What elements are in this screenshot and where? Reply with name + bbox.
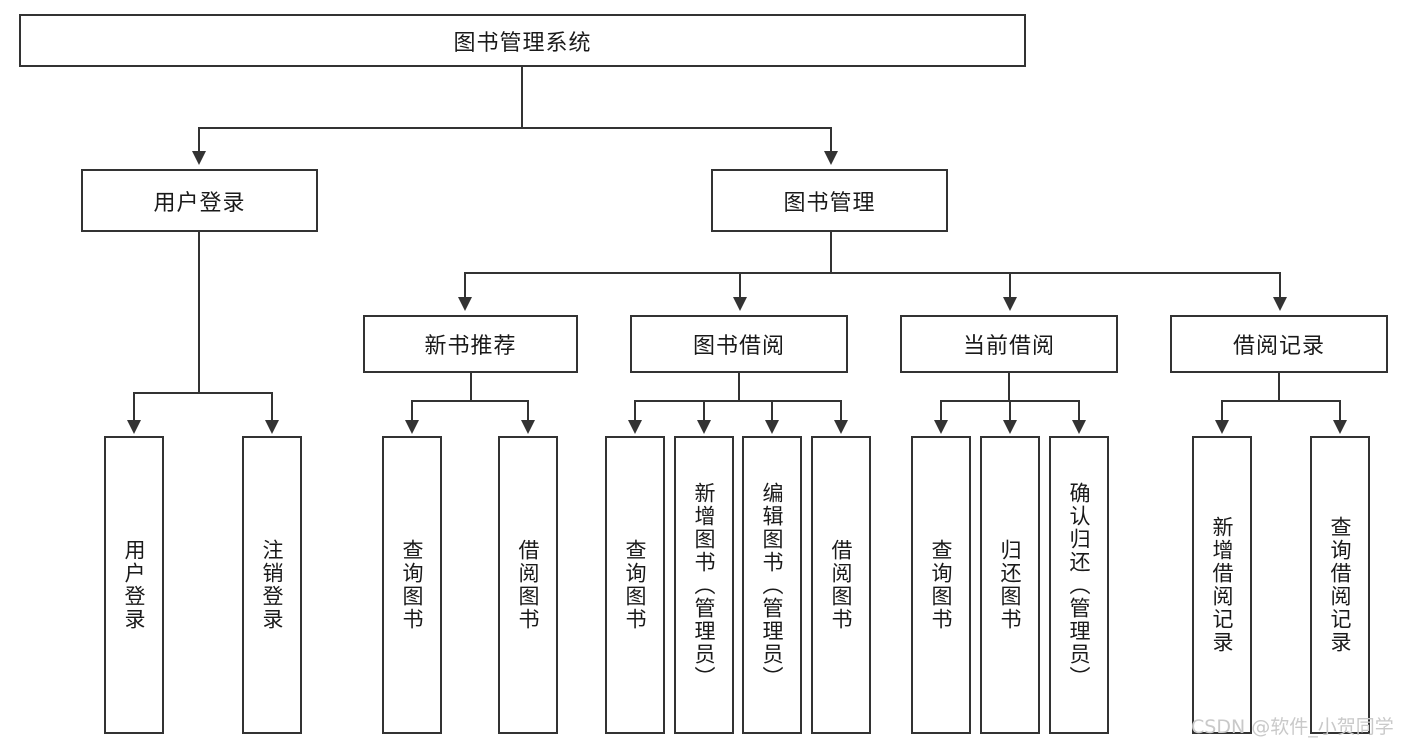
arrow-root-to-book-management [824, 151, 838, 165]
leaf-book-borrow-query-book[interactable]: 查询图书 [605, 436, 665, 734]
node-label: 归还图书 [998, 539, 1023, 631]
connector-user-login-stem [198, 232, 200, 392]
arrow-user-login-to-leaf-2 [265, 420, 279, 434]
node-book-borrow[interactable]: 图书借阅 [630, 315, 848, 373]
node-label: 查询图书 [623, 539, 648, 631]
connector-new-book-recommend-bus [411, 400, 528, 402]
leaf-current-borrow-return-book[interactable]: 归还图书 [980, 436, 1040, 734]
leaf-borrow-record-query-record[interactable]: 查询借阅记录 [1310, 436, 1370, 734]
leaf-new-book-recommend-borrow-book[interactable]: 借阅图书 [498, 436, 558, 734]
connector-user-login-to-leaf-1 [133, 392, 135, 422]
connector-root-to-book-management [830, 127, 832, 151]
arrow-bb-to-leaf-2 [697, 420, 711, 434]
arrow-user-login-to-leaf-1 [127, 420, 141, 434]
node-label: 查询借阅记录 [1328, 516, 1353, 654]
node-label: 借阅图书 [829, 539, 854, 631]
node-book-management[interactable]: 图书管理 [711, 169, 948, 232]
leaf-current-borrow-confirm-return-admin[interactable]: 确认归还（管理员） [1049, 436, 1109, 734]
connector-bb-to-leaf-1 [634, 400, 636, 422]
node-label: 用户登录 [153, 190, 246, 216]
node-label: 当前借阅 [962, 334, 1055, 359]
node-current-borrow[interactable]: 当前借阅 [900, 315, 1118, 373]
connector-to-new-book-recommend [464, 272, 466, 299]
connector-cb-to-leaf-2 [1009, 400, 1011, 422]
connector-cb-to-leaf-1 [940, 400, 942, 422]
arrow-cb-to-leaf-2 [1003, 420, 1017, 434]
leaf-borrow-record-add-record[interactable]: 新增借阅记录 [1192, 436, 1252, 734]
node-label: 编辑图书（管理员） [760, 481, 785, 689]
connector-root-to-user-login [198, 127, 200, 151]
arrow-to-book-borrow [733, 297, 747, 311]
arrow-bb-to-leaf-1 [628, 420, 642, 434]
connector-user-login-to-leaf-2 [271, 392, 273, 422]
node-label: 借阅图书 [516, 539, 541, 631]
arrow-bb-to-leaf-3 [765, 420, 779, 434]
connector-bb-to-leaf-4 [840, 400, 842, 422]
node-label: 查询图书 [400, 539, 425, 631]
connector-br-to-leaf-2 [1339, 400, 1341, 422]
leaf-book-borrow-borrow-book[interactable]: 借阅图书 [811, 436, 871, 734]
arrow-nbr-to-leaf-2 [521, 420, 535, 434]
node-label: 新增借阅记录 [1210, 516, 1235, 654]
arrow-root-to-user-login [192, 151, 206, 165]
connector-level3-bus [464, 272, 1279, 274]
node-label: 图书管理 [783, 190, 876, 216]
node-label: 图书管理系统 [453, 30, 592, 56]
connector-new-book-recommend-stem [470, 373, 472, 400]
connector-to-current-borrow [1009, 272, 1011, 299]
connector-book-borrow-bus [634, 400, 842, 402]
node-label: 新书推荐 [424, 334, 517, 359]
leaf-user-login-logout[interactable]: 注销登录 [242, 436, 302, 734]
leaf-user-login-login[interactable]: 用户登录 [104, 436, 164, 734]
arrow-to-current-borrow [1003, 297, 1017, 311]
node-label: 图书借阅 [692, 334, 785, 359]
connector-to-borrow-record [1279, 272, 1281, 299]
arrow-cb-to-leaf-1 [934, 420, 948, 434]
arrow-to-new-book-recommend [458, 297, 472, 311]
leaf-book-borrow-add-book-admin[interactable]: 新增图书（管理员） [674, 436, 734, 734]
leaf-current-borrow-query-book[interactable]: 查询图书 [911, 436, 971, 734]
leaf-new-book-recommend-query-book[interactable]: 查询图书 [382, 436, 442, 734]
node-user-login[interactable]: 用户登录 [81, 169, 318, 232]
node-label: 用户登录 [122, 539, 147, 631]
arrow-cb-to-leaf-3 [1072, 420, 1086, 434]
connector-nbr-to-leaf-1 [411, 400, 413, 422]
arrow-bb-to-leaf-4 [834, 420, 848, 434]
node-label: 借阅记录 [1232, 334, 1325, 359]
connector-current-borrow-stem [1008, 373, 1010, 400]
node-label: 确认归还（管理员） [1067, 481, 1092, 689]
leaf-book-borrow-edit-book-admin[interactable]: 编辑图书（管理员） [742, 436, 802, 734]
node-root-book-management-system[interactable]: 图书管理系统 [19, 14, 1026, 67]
connector-cb-to-leaf-3 [1078, 400, 1080, 422]
arrow-br-to-leaf-1 [1215, 420, 1229, 434]
connector-root-stem [521, 67, 523, 127]
connector-user-login-bus [133, 392, 272, 394]
arrow-br-to-leaf-2 [1333, 420, 1347, 434]
csdn-watermark: CSDN @软件_小贺同学 [1191, 716, 1394, 738]
node-label: 新增图书（管理员） [692, 481, 717, 689]
connector-bb-to-leaf-2 [703, 400, 705, 422]
node-label: 注销登录 [260, 539, 285, 631]
connector-borrow-record-stem [1278, 373, 1280, 400]
connector-book-management-stem [830, 232, 832, 272]
connector-to-book-borrow [739, 272, 741, 299]
connector-nbr-to-leaf-2 [527, 400, 529, 422]
node-new-book-recommend[interactable]: 新书推荐 [363, 315, 578, 373]
connector-book-borrow-stem [738, 373, 740, 400]
connector-root-bus [198, 127, 832, 129]
node-borrow-record[interactable]: 借阅记录 [1170, 315, 1388, 373]
arrow-nbr-to-leaf-1 [405, 420, 419, 434]
node-label: 查询图书 [929, 539, 954, 631]
connector-bb-to-leaf-3 [771, 400, 773, 422]
connector-br-to-leaf-1 [1221, 400, 1223, 422]
arrow-to-borrow-record [1273, 297, 1287, 311]
connector-borrow-record-bus [1221, 400, 1340, 402]
